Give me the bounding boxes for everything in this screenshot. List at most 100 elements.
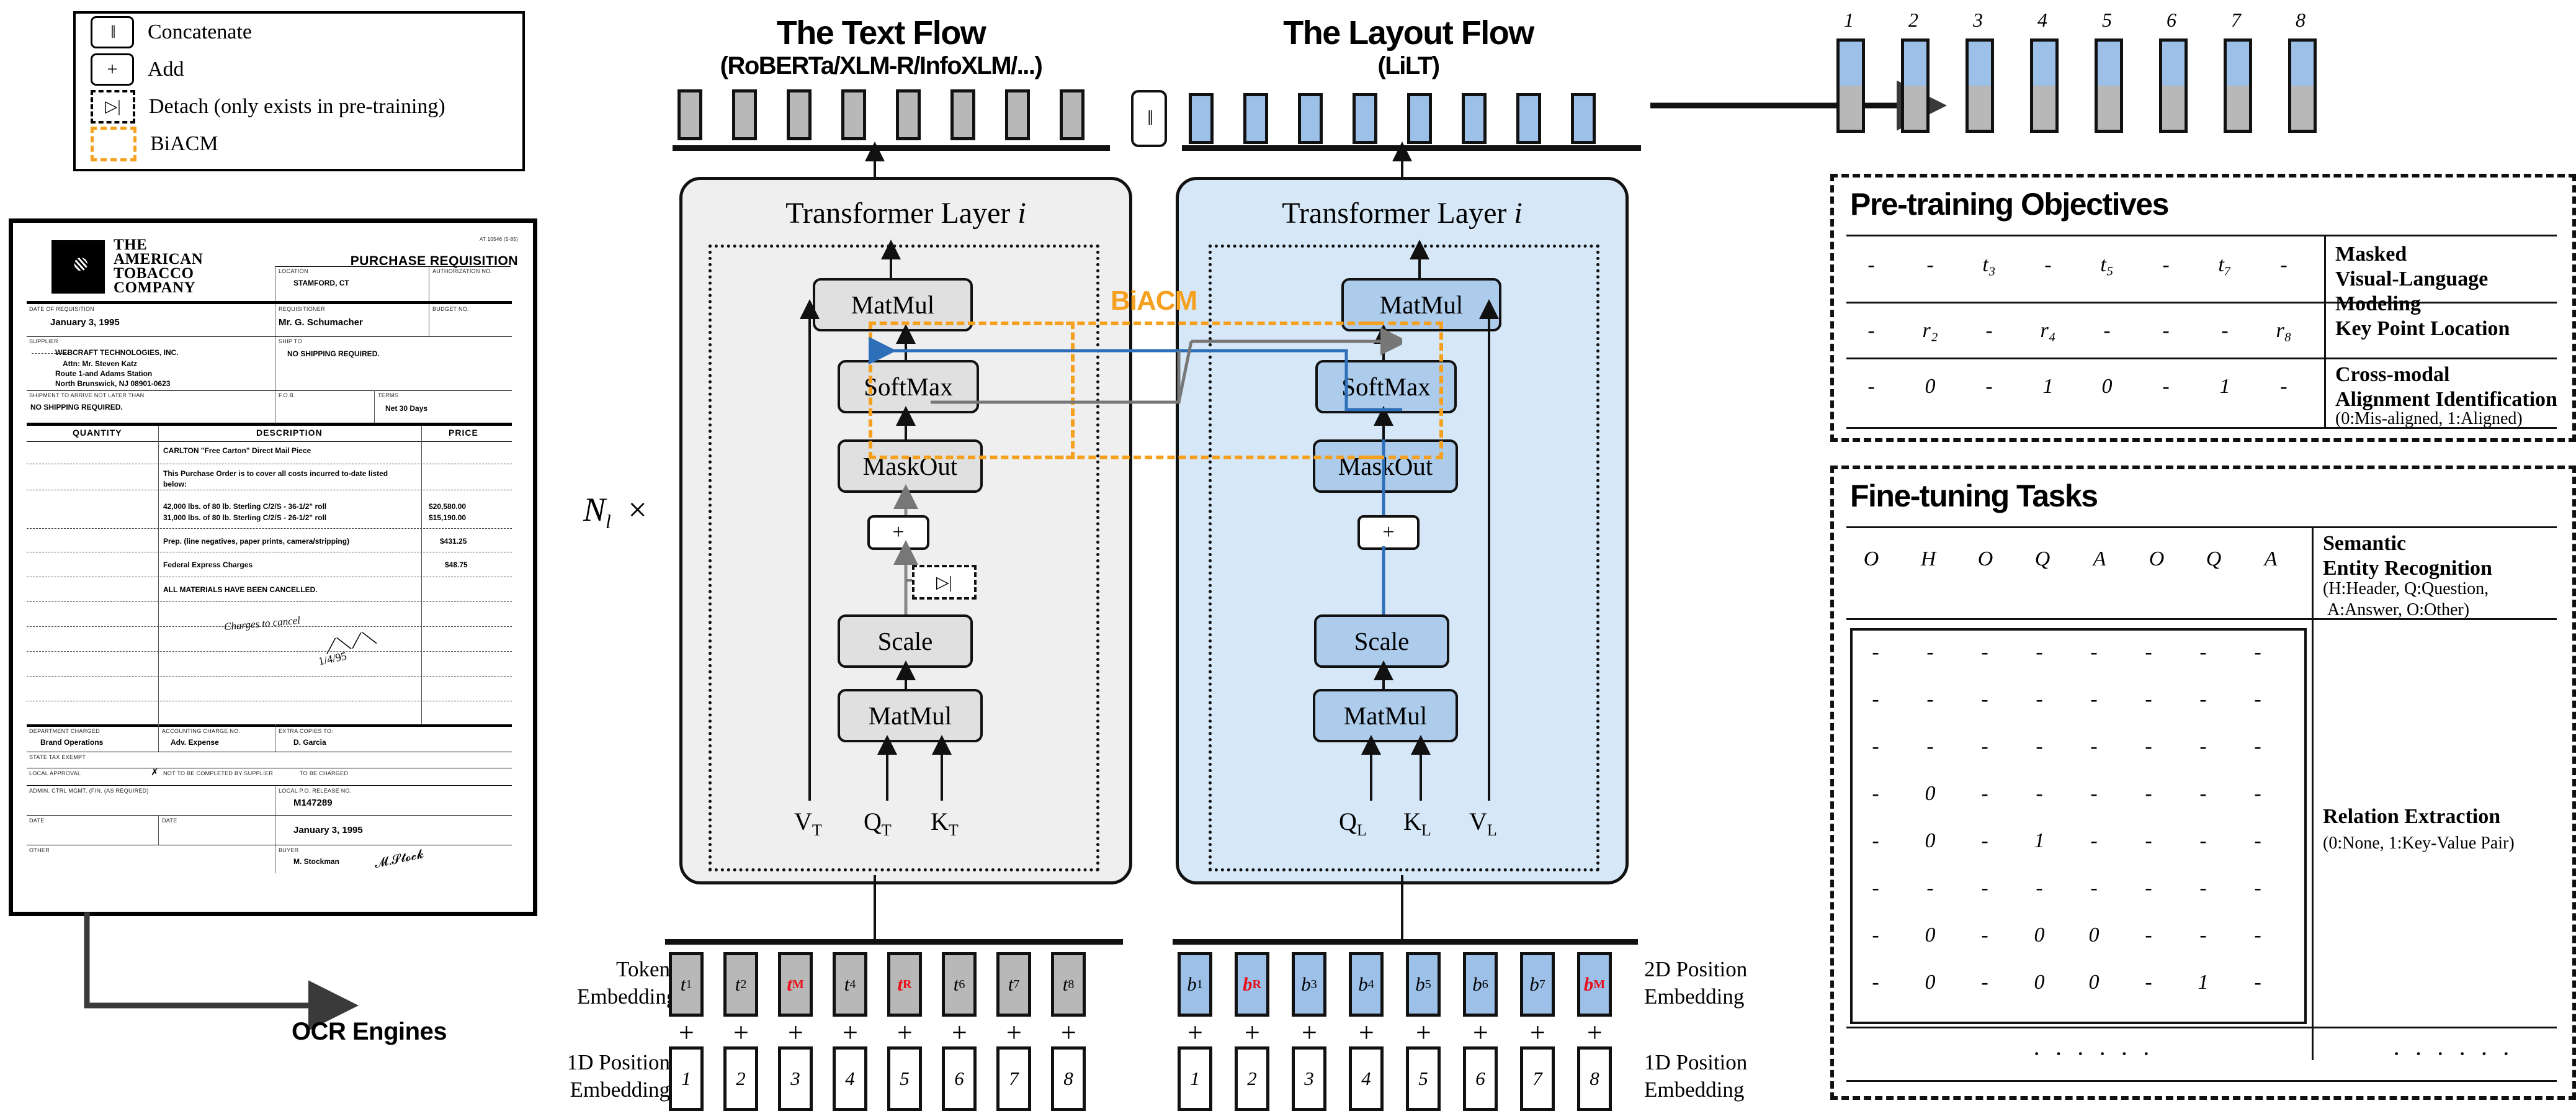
re-cell: - <box>1926 688 1934 711</box>
doc-value-ship-to: NO SHIPPING REQUIRED. <box>287 349 380 358</box>
doc-label-buyer: BUYER <box>279 847 299 853</box>
text-output-token <box>787 89 812 140</box>
text-input-k: KT <box>931 807 959 839</box>
output-token-number: 4 <box>2037 9 2047 31</box>
legend-label-concatenate: Concatenate <box>148 20 253 43</box>
text-flow-subtitle: (RoBERTa/XLM-R/InfoXLM/...) <box>720 52 1043 79</box>
output-token-bar <box>2159 38 2188 133</box>
legend-label-detach: Detach (only exists in pre-training) <box>149 95 445 118</box>
plus-glyph: + <box>897 1017 913 1048</box>
output-token-top-segment <box>2098 42 2120 86</box>
layout-output-token <box>1189 93 1214 144</box>
re-cell: - <box>2145 971 2152 994</box>
output-token-number: 2 <box>1908 9 1918 31</box>
re-cell: - <box>1872 782 1879 805</box>
re-cell: 0 <box>2088 971 2100 994</box>
re-cell: - <box>2145 876 2152 899</box>
doc-row-price-2: $20,580.00 <box>429 502 467 511</box>
re-cell: - <box>1981 876 1988 899</box>
pretraining-note-cmai: (0:Mis-aligned, 1:Aligned) <box>2335 409 2523 428</box>
output-token-number: 7 <box>2231 9 2241 31</box>
re-cell: - <box>1872 641 1879 663</box>
doc-value-extra-copies: D. Garcia <box>293 738 326 747</box>
re-cell: - <box>1872 876 1879 899</box>
embedding-cell: 1 <box>1178 1046 1212 1111</box>
re-cell: - <box>2090 641 2098 663</box>
output-token-bar <box>1966 38 1994 133</box>
re-cell: - <box>2199 688 2207 711</box>
plus-glyph: + <box>1061 1017 1076 1048</box>
plus-glyph: + <box>1473 1017 1488 1048</box>
legend-label-biacm: BiACM <box>150 132 218 155</box>
doc-value-dept-charged: Brand Operations <box>40 738 104 747</box>
layout-layer-index: i <box>1514 197 1523 230</box>
layout-transformer-title: Transformer Layer i <box>1282 197 1523 230</box>
re-cell: - <box>2036 688 2043 711</box>
doc-value-footer-date: January 3, 1995 <box>293 825 363 835</box>
concatenate-symbol: ‖ <box>110 22 116 42</box>
re-cell: - <box>1872 924 1879 947</box>
embedding-cell: 6 <box>942 1046 977 1111</box>
embedding-cell: 7 <box>1520 1046 1555 1111</box>
doc-table-header-price: PRICE <box>449 428 478 438</box>
output-token-number: 5 <box>2102 9 2112 31</box>
doc-value-terms: Net 30 Days <box>385 404 428 413</box>
legend-box: ‖ Concatenate + Add ▷| Detach (only exis… <box>73 11 525 171</box>
pretraining-cell: - <box>2221 319 2229 342</box>
output-token-number: 8 <box>2296 9 2305 31</box>
layout-attention-dotted-box <box>1209 245 1599 871</box>
text-output-token <box>732 89 757 140</box>
ser-cell: O <box>1863 547 1879 570</box>
re-cell: - <box>2036 782 2043 805</box>
output-token-bar <box>1901 38 1930 133</box>
pretraining-cell: - <box>2280 253 2288 276</box>
doc-value-supplier-city: North Brunswick, NJ 08901-0623 <box>55 379 171 388</box>
re-cell: - <box>1981 829 1988 852</box>
embedding-cell: 3 <box>1292 1046 1326 1111</box>
doc-value-supplier: WEBCRAFT TECHNOLOGIES, INC. <box>55 348 179 357</box>
re-cell: - <box>2090 782 2098 805</box>
biacm-region-left <box>869 322 1075 459</box>
layout-input-k: KL <box>1403 807 1431 839</box>
doc-label-date-of-requisition: DATE OF REQUISITION <box>29 306 95 312</box>
plus-glyph: + <box>733 1017 749 1048</box>
re-cell: - <box>2090 829 2098 852</box>
layer-repeat-label: Nl × <box>583 491 647 533</box>
plus-glyph: + <box>952 1017 967 1048</box>
biacm-icon <box>91 127 136 161</box>
re-cell: - <box>2199 641 2207 663</box>
output-token-bottom-segment <box>1904 86 1926 130</box>
pretraining-cell: 0 <box>1925 375 1936 398</box>
re-cell: - <box>1872 971 1879 994</box>
doc-label-budget-no: BUDGET NO. <box>432 306 469 312</box>
ocr-arrow <box>84 912 359 1031</box>
plus-glyph: + <box>679 1017 694 1048</box>
legend-item-biacm: BiACM <box>91 125 522 163</box>
doc-row-price-3: $15,190.00 <box>429 513 467 522</box>
text-output-token <box>1060 89 1085 140</box>
pretraining-cell: - <box>2044 253 2052 276</box>
re-cell: - <box>2199 829 2207 852</box>
doc-signature-date: 1/4/95 <box>317 649 348 668</box>
doc-value-date-of-requisition: January 3, 1995 <box>50 317 120 328</box>
plus-glyph: + <box>1187 1017 1203 1048</box>
layout-panel-up-arrow <box>1392 142 1412 180</box>
re-cell: - <box>2145 641 2152 663</box>
re-cell: - <box>2199 782 2207 805</box>
plus-glyph: + <box>1587 1017 1603 1048</box>
layout-flow-subtitle: (LiLT) <box>1377 52 1440 79</box>
biacm-label: BiACM <box>1111 286 1197 316</box>
pretraining-cell: - <box>1985 375 1993 398</box>
re-cell: - <box>2145 782 2152 805</box>
doc-row-desc-2: 42,000 lbs. of 80 lb. Sterling C/2/S - 3… <box>163 502 327 511</box>
re-cell: 0 <box>1925 829 1936 852</box>
